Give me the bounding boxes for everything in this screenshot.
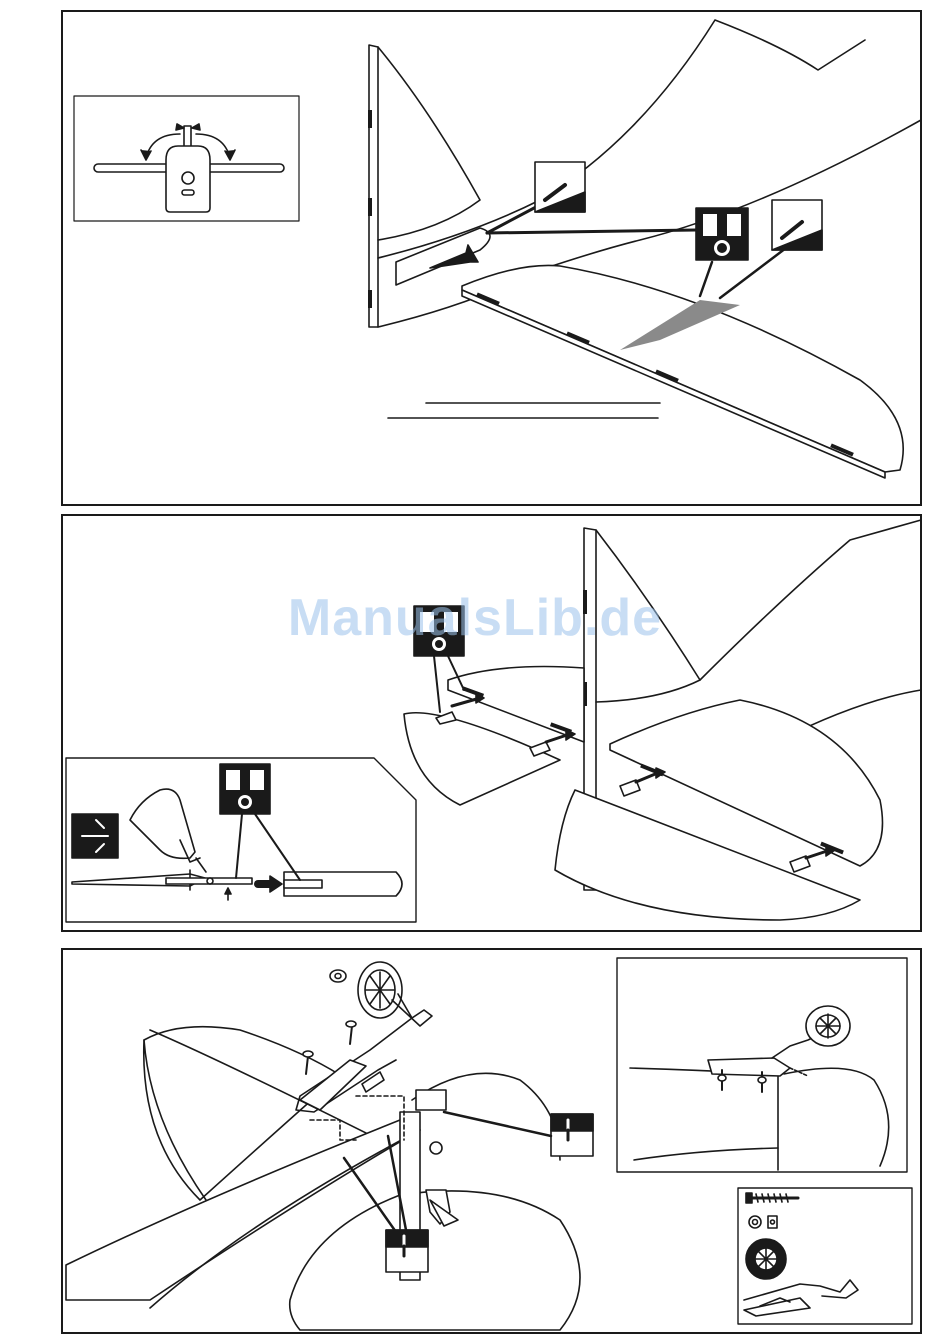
tailwheel-detail-inset — [617, 958, 907, 1172]
hinge-callout-panel-2 — [414, 606, 464, 712]
wheel-icon — [746, 1239, 786, 1279]
parts-box — [738, 1188, 912, 1324]
tail-assembly — [66, 1027, 580, 1330]
horizontal-stabilizer — [462, 265, 903, 478]
servo-inset — [74, 96, 299, 221]
tailwheel-exploded — [296, 962, 432, 1112]
hinge-inset — [66, 758, 416, 922]
fuselage-tail — [378, 20, 921, 327]
